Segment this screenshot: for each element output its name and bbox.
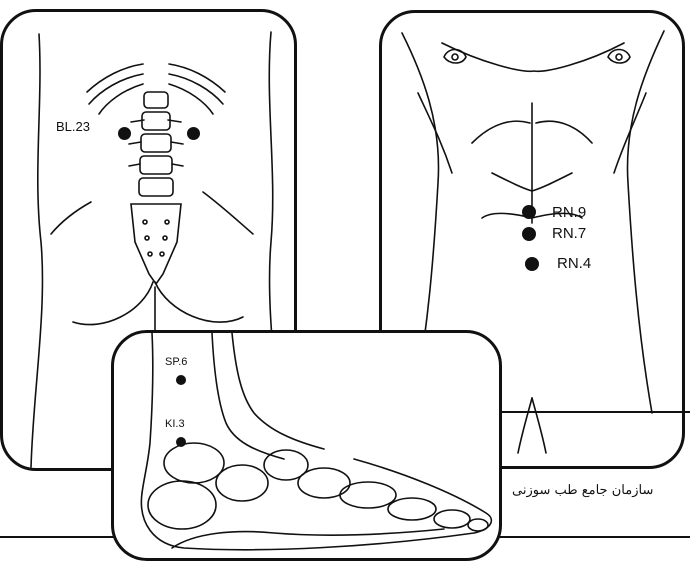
- sp6-label: SP.6: [165, 356, 187, 368]
- bl23-right-point: [187, 127, 200, 140]
- ki3-label: KI.3: [165, 418, 185, 430]
- rn9-point: [522, 205, 536, 219]
- rn4-point: [525, 257, 539, 271]
- bl23-left-point: [118, 127, 131, 140]
- ki3-point: [176, 437, 186, 447]
- bl23-label: BL.23: [56, 119, 90, 134]
- caption-text: سازمان جامع طب سوزنی: [512, 483, 690, 498]
- rn4-label: RN.4: [557, 255, 591, 272]
- sp6-point: [176, 375, 186, 385]
- rn7-label: RN.7: [552, 225, 586, 242]
- rn7-point: [522, 227, 536, 241]
- rn9-label: RN.9: [552, 204, 586, 221]
